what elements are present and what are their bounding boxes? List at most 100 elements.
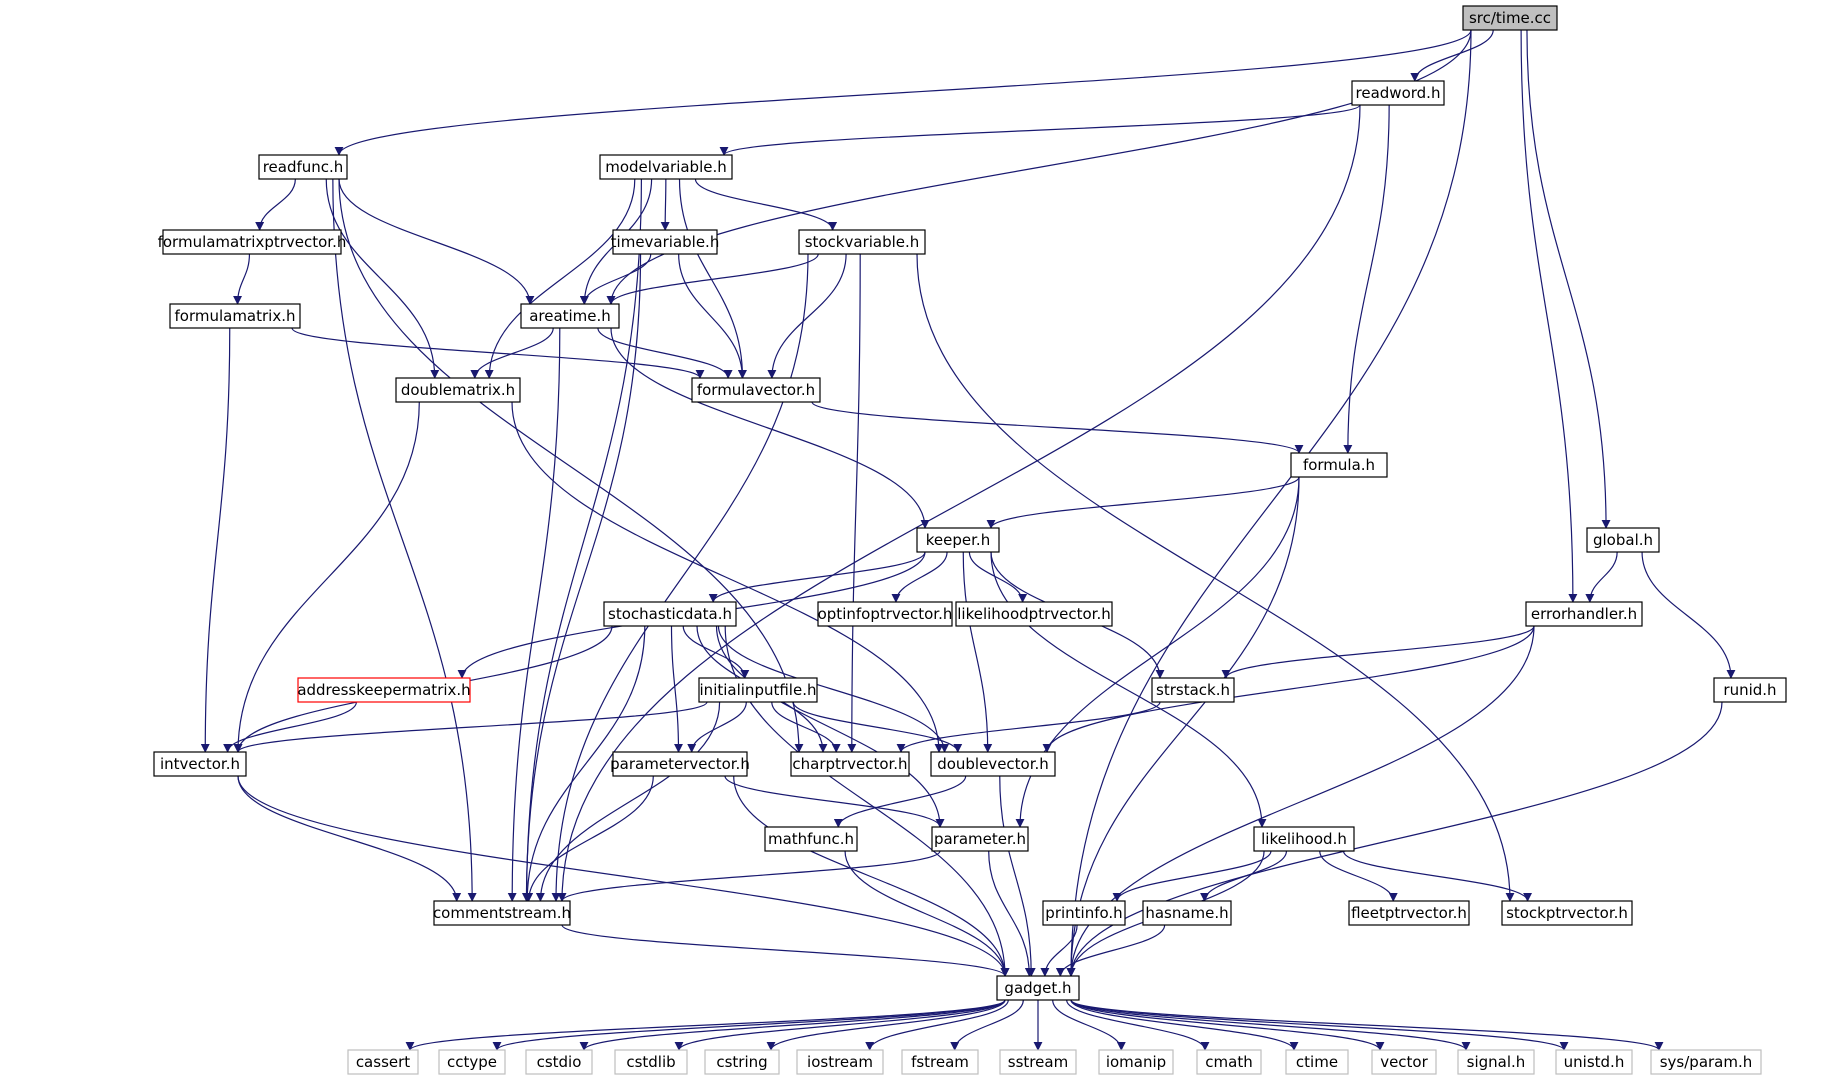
node-commentstream[interactable]: commentstream.h [433, 900, 571, 926]
node-readfunc[interactable]: readfunc.h [258, 154, 348, 180]
edge-readfunc-to-areatime [338, 178, 535, 305]
node-parametervector[interactable]: parametervector.h [610, 751, 750, 777]
node-box-vector [1371, 1049, 1437, 1075]
edge-doublematrix-to-intvector [233, 401, 420, 753]
node-label-sstream: sstream [1008, 1053, 1068, 1071]
node-stockptrvector[interactable]: stockptrvector.h [1501, 900, 1633, 926]
edge-likelihood-to-stockptrvector [1342, 850, 1532, 902]
node-label-formulavector: formulavector.h [697, 381, 815, 399]
edge-areatime-to-keeper [610, 327, 930, 529]
node-label-timevariable: timevariable.h [611, 233, 720, 251]
node-cctype: cctype [438, 1049, 506, 1075]
node-box-modelvariable [599, 154, 733, 180]
node-timevariable[interactable]: timevariable.h [611, 229, 720, 255]
edge-formulamatrixptrvector-to-formulamatrix [233, 253, 251, 305]
node-box-formulamatrixptrvector [162, 229, 342, 255]
node-label-hasname: hasname.h [1145, 904, 1228, 922]
edge-stochasticdata-to-parameter [715, 625, 945, 828]
node-hasname[interactable]: hasname.h [1142, 900, 1232, 926]
node-box-cmath [1196, 1049, 1262, 1075]
node-errorhandler[interactable]: errorhandler.h [1525, 601, 1643, 627]
nodes-layer: src/time.cc readword.h readfunc.h modelvari… [153, 5, 1787, 1075]
node-doublevector[interactable]: doublevector.h [930, 751, 1056, 777]
node-doublematrix[interactable]: doublematrix.h [395, 377, 521, 403]
node-optinfoptrvector[interactable]: optinfoptrvector.h [817, 601, 953, 627]
edge-gadget-to-iomanip [1052, 999, 1126, 1051]
node-formulamatrixptrvector[interactable]: formulamatrixptrvector.h [158, 229, 347, 255]
edge-time-to-areatime [606, 29, 1472, 305]
edge-stochasticdata-to-parametervector [670, 625, 683, 753]
edge-parameter-to-commentstream [557, 850, 941, 902]
node-modelvariable[interactable]: modelvariable.h [599, 154, 733, 180]
node-cmath: cmath [1196, 1049, 1262, 1075]
edge-areatime-to-doublematrix [470, 327, 554, 379]
node-readword[interactable]: readword.h [1351, 80, 1445, 106]
edge-time-to-readfunc [334, 29, 1472, 156]
node-box-doublevector [930, 751, 1056, 777]
node-intvector[interactable]: intvector.h [153, 751, 247, 777]
node-box-readfunc [258, 154, 348, 180]
node-likelihoodptrvector[interactable]: likelihoodptrvector.h [955, 601, 1113, 627]
node-runid[interactable]: runid.h [1713, 677, 1787, 703]
node-parameter[interactable]: parameter.h [931, 826, 1029, 852]
node-formula[interactable]: formula.h [1290, 452, 1388, 478]
node-label-iostream: iostream [807, 1053, 873, 1071]
edge-gadget-to-cstring [766, 999, 1006, 1051]
node-label-stockptrvector: stockptrvector.h [1506, 904, 1628, 922]
edge-intvector-to-commentstream [237, 775, 462, 902]
node-formulavector[interactable]: formulavector.h [691, 377, 821, 403]
node-sstream: sstream [999, 1049, 1077, 1075]
edge-gadget-to-vector [1070, 999, 1385, 1051]
edge-time-to-errorhandler [1520, 29, 1578, 603]
node-areatime[interactable]: areatime.h [520, 303, 620, 329]
edge-time-to-global [1526, 29, 1611, 529]
node-cstdlib: cstdlib [614, 1049, 688, 1075]
edge-initialinputfile-to-doublevector [792, 701, 963, 753]
node-likelihood[interactable]: likelihood.h [1253, 826, 1355, 852]
node-unistd: unistd.h [1555, 1049, 1633, 1075]
node-stochasticdata[interactable]: stochasticdata.h [603, 601, 737, 627]
node-label-cassert: cassert [356, 1053, 410, 1071]
node-formulamatrix[interactable]: formulamatrix.h [169, 303, 301, 329]
edge-gadget-to-cstdio [579, 999, 1006, 1051]
node-label-iomanip: iomanip [1106, 1053, 1166, 1071]
node-label-fleetptrvector: fleetptrvector.h [1351, 904, 1467, 922]
node-time[interactable]: src/time.cc [1462, 5, 1558, 31]
edge-readfunc-to-doublematrix [325, 178, 440, 379]
node-box-keeper [916, 527, 1000, 553]
node-sysparam: sys/param.h [1650, 1049, 1762, 1075]
node-stockvariable[interactable]: stockvariable.h [798, 229, 926, 255]
node-charptrvector[interactable]: charptrvector.h [790, 751, 910, 777]
node-box-cstdio [525, 1049, 593, 1075]
node-printinfo[interactable]: printinfo.h [1042, 900, 1126, 926]
edge-doublematrix-to-doublevector [511, 401, 944, 753]
edge-modelvariable-to-timevariable [660, 178, 670, 231]
node-label-ctime: ctime [1296, 1053, 1338, 1071]
node-box-sstream [999, 1049, 1077, 1075]
node-label-signal: signal.h [1467, 1053, 1526, 1071]
node-mathfunc[interactable]: mathfunc.h [764, 826, 858, 852]
node-global[interactable]: global.h [1586, 527, 1660, 553]
edge-likelihood-to-hasname [1200, 850, 1288, 902]
edge-gadget-to-cctype [492, 999, 1006, 1051]
node-strstack[interactable]: strstack.h [1151, 677, 1235, 703]
edge-strstack-to-charptrvector [896, 701, 1161, 753]
edge-readword-to-modelvariable [719, 104, 1361, 156]
node-fstream: fstream [901, 1049, 979, 1075]
node-gadget[interactable]: gadget.h [996, 975, 1080, 1001]
node-box-hasname [1142, 900, 1232, 926]
node-keeper[interactable]: keeper.h [916, 527, 1000, 553]
edge-gadget-to-cassert [405, 999, 1006, 1051]
edge-stockvariable-to-stockptrvector [916, 253, 1515, 902]
node-label-doublematrix: doublematrix.h [401, 381, 515, 399]
node-box-iomanip [1098, 1049, 1174, 1075]
node-addresskeepermatrix[interactable]: addresskeepermatrix.h [297, 677, 471, 703]
node-initialinputfile[interactable]: initialinputfile.h [698, 677, 818, 703]
node-box-initialinputfile [698, 677, 818, 703]
edge-gadget-to-sysparam [1070, 999, 1664, 1051]
node-fleetptrvector[interactable]: fleetptrvector.h [1348, 900, 1470, 926]
node-box-formulavector [691, 377, 821, 403]
edge-initialinputfile-to-parametervector [687, 701, 747, 753]
node-box-stochasticdata [603, 601, 737, 627]
edge-formulamatrix-to-formulavector [291, 327, 705, 379]
